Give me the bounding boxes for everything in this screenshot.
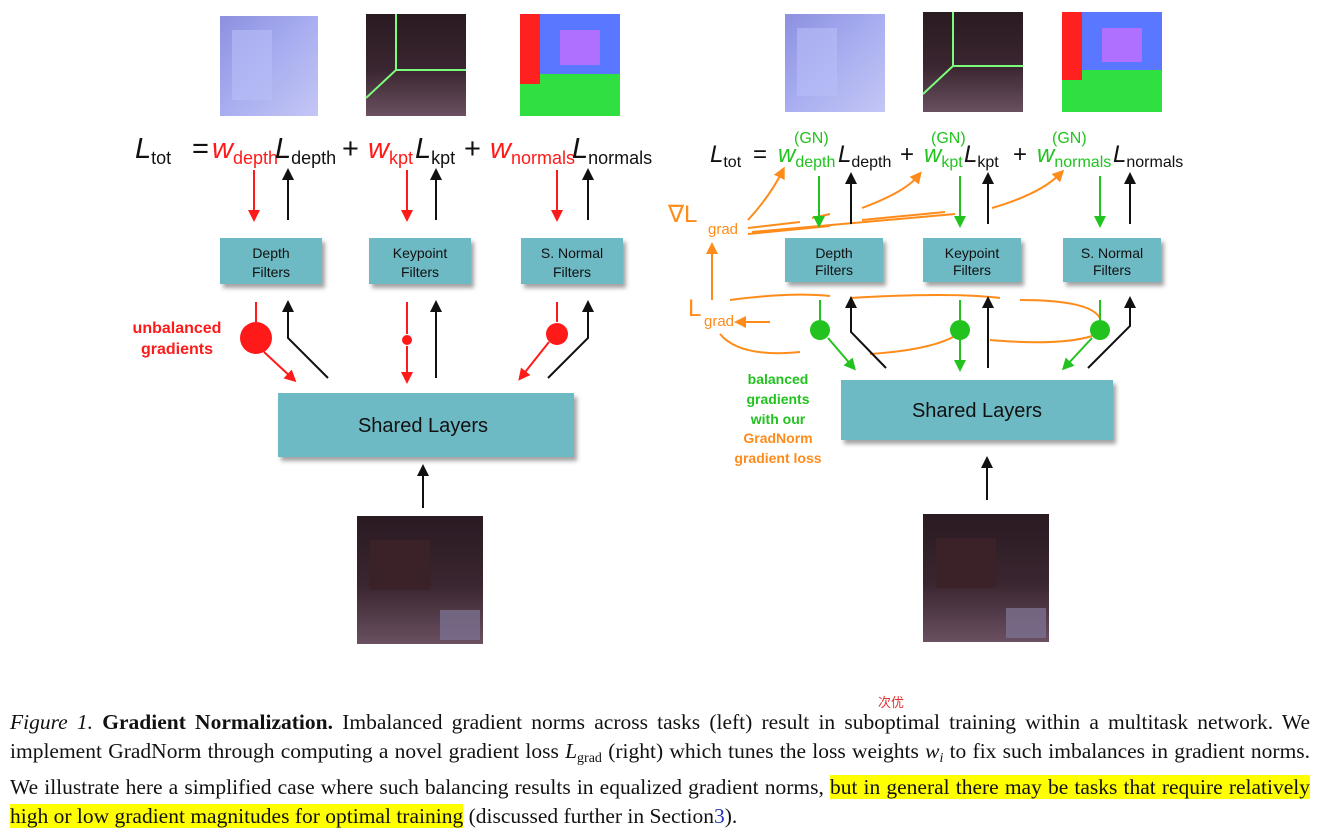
svg-text:Filters: Filters bbox=[1093, 262, 1131, 278]
figure-caption: Figure 1. Gradient Normalization. Imbala… bbox=[10, 710, 1311, 828]
svg-text:+: + bbox=[900, 141, 914, 168]
svg-text:S. Normal: S. Normal bbox=[541, 245, 603, 261]
svg-text:Lkpt: Lkpt bbox=[964, 141, 999, 171]
svg-text:Filters: Filters bbox=[252, 264, 290, 280]
right-input-image bbox=[923, 514, 1049, 642]
eq-l-depth: Ldepth bbox=[275, 133, 336, 168]
eq-plus-2: + bbox=[464, 133, 481, 165]
right-filter-depth: Depth Filters bbox=[785, 238, 883, 282]
svg-text:Lnormals: Lnormals bbox=[1113, 141, 1183, 171]
surface-normal-image bbox=[520, 14, 620, 116]
svg-text:+: + bbox=[1013, 141, 1027, 168]
section-ref-link[interactable]: 3 bbox=[713, 804, 725, 828]
svg-text:with our: with our bbox=[750, 411, 806, 427]
svg-text:GradNorm: GradNorm bbox=[743, 430, 812, 446]
right-top-arrows bbox=[813, 172, 1136, 228]
svg-text:Keypoint: Keypoint bbox=[393, 245, 448, 261]
svg-text:Depth: Depth bbox=[815, 245, 852, 261]
svg-text:Filters: Filters bbox=[553, 264, 591, 280]
lgrad-symbol: Lgrad bbox=[565, 739, 602, 766]
eq-plus-1: + bbox=[342, 133, 359, 165]
keypoint-image-right bbox=[922, 12, 1023, 112]
eq-ltot-right: Ltot bbox=[710, 141, 742, 171]
svg-text:gradients: gradients bbox=[746, 391, 809, 407]
svg-text:grad: grad bbox=[704, 313, 734, 330]
svg-text:Shared Layers: Shared Layers bbox=[912, 400, 1042, 422]
eq-w-kpt: wkpt bbox=[368, 133, 413, 168]
left-filter-keypoint: Keypoint Filters bbox=[369, 238, 471, 284]
svg-text:Depth: Depth bbox=[252, 245, 289, 261]
margin-annotation: 次优 bbox=[878, 696, 905, 711]
svg-text:S. Normal: S. Normal bbox=[1081, 245, 1143, 261]
svg-text:∇L: ∇L bbox=[667, 201, 697, 228]
depth-map-image bbox=[220, 16, 318, 116]
eq-w-normals: wnormals bbox=[490, 133, 575, 168]
eq-w-depth: wdepth bbox=[212, 133, 278, 168]
left-panel: Ltot = wdepth Ldepth + wkpt Lkpt + wnorm… bbox=[133, 14, 652, 644]
left-filter-normal: S. Normal Filters bbox=[521, 238, 623, 284]
svg-text:Filters: Filters bbox=[815, 262, 853, 278]
right-filter-keypoint: Keypoint Filters bbox=[923, 238, 1021, 282]
wi-symbol: wi bbox=[925, 739, 944, 766]
svg-text:(GN): (GN) bbox=[931, 130, 966, 147]
eq-l-kpt: Lkpt bbox=[415, 133, 455, 168]
figure-label: Figure 1. bbox=[10, 710, 94, 734]
balanced-gradients-label: balanced gradients with our GradNorm gra… bbox=[734, 371, 821, 466]
svg-text:Keypoint: Keypoint bbox=[945, 245, 1000, 261]
left-loss-equation: Ltot = wdepth Ldepth + wkpt Lkpt + wnorm… bbox=[135, 133, 652, 168]
eq-equals: = bbox=[192, 133, 209, 165]
svg-text:Ldepth: Ldepth bbox=[838, 141, 891, 171]
gradnorm-figure: Ltot = wdepth Ldepth + wkpt Lkpt + wnorm… bbox=[133, 12, 1183, 644]
svg-text:=: = bbox=[753, 141, 767, 168]
depth-map-image-right bbox=[785, 14, 885, 112]
svg-text:(GN): (GN) bbox=[794, 130, 829, 147]
surface-normal-image-right bbox=[1062, 12, 1162, 112]
keypoint-image bbox=[365, 14, 466, 116]
left-shared-layers: Shared Layers bbox=[278, 393, 574, 457]
eq-wgn-kpt: wkpt bbox=[924, 141, 963, 171]
gradnorm-flow-arrows bbox=[706, 166, 1101, 355]
unbalanced-gradients-label: unbalanced gradients bbox=[133, 320, 222, 358]
right-filter-normal: S. Normal Filters bbox=[1063, 238, 1161, 282]
left-input-image bbox=[357, 516, 483, 644]
svg-text:L: L bbox=[688, 295, 701, 322]
nabla-lgrad-label: ∇L grad bbox=[667, 201, 738, 238]
svg-text:Filters: Filters bbox=[401, 264, 439, 280]
caption-title: Gradient Normalization. bbox=[102, 710, 333, 734]
svg-text:gradients: gradients bbox=[141, 341, 213, 358]
svg-text:grad: grad bbox=[708, 221, 738, 238]
svg-text:Shared Layers: Shared Layers bbox=[358, 415, 488, 437]
eq-l-normals: Lnormals bbox=[572, 133, 652, 168]
eq-wgn-normals: wnormals bbox=[1037, 141, 1111, 171]
svg-text:unbalanced: unbalanced bbox=[133, 320, 222, 337]
right-shared-layers: Shared Layers bbox=[841, 380, 1113, 440]
svg-text:balanced: balanced bbox=[748, 371, 809, 387]
svg-text:(GN): (GN) bbox=[1052, 130, 1087, 147]
right-panel: Ltot = wdepth (GN) Ldepth + wkpt (GN) Lk… bbox=[667, 12, 1183, 642]
svg-text:gradient loss: gradient loss bbox=[734, 450, 821, 466]
svg-text:Filters: Filters bbox=[953, 262, 991, 278]
left-filter-depth: Depth Filters bbox=[220, 238, 322, 284]
eq-ltot: Ltot bbox=[135, 133, 171, 168]
lgrad-label: L grad bbox=[688, 295, 734, 330]
eq-wgn-depth: wdepth bbox=[778, 141, 835, 171]
right-bottom-arrows bbox=[810, 296, 1136, 372]
right-loss-equation: Ltot = wdepth (GN) Ldepth + wkpt (GN) Lk… bbox=[710, 130, 1183, 171]
left-bottom-arrows bbox=[240, 300, 594, 384]
left-top-arrows bbox=[248, 168, 594, 222]
